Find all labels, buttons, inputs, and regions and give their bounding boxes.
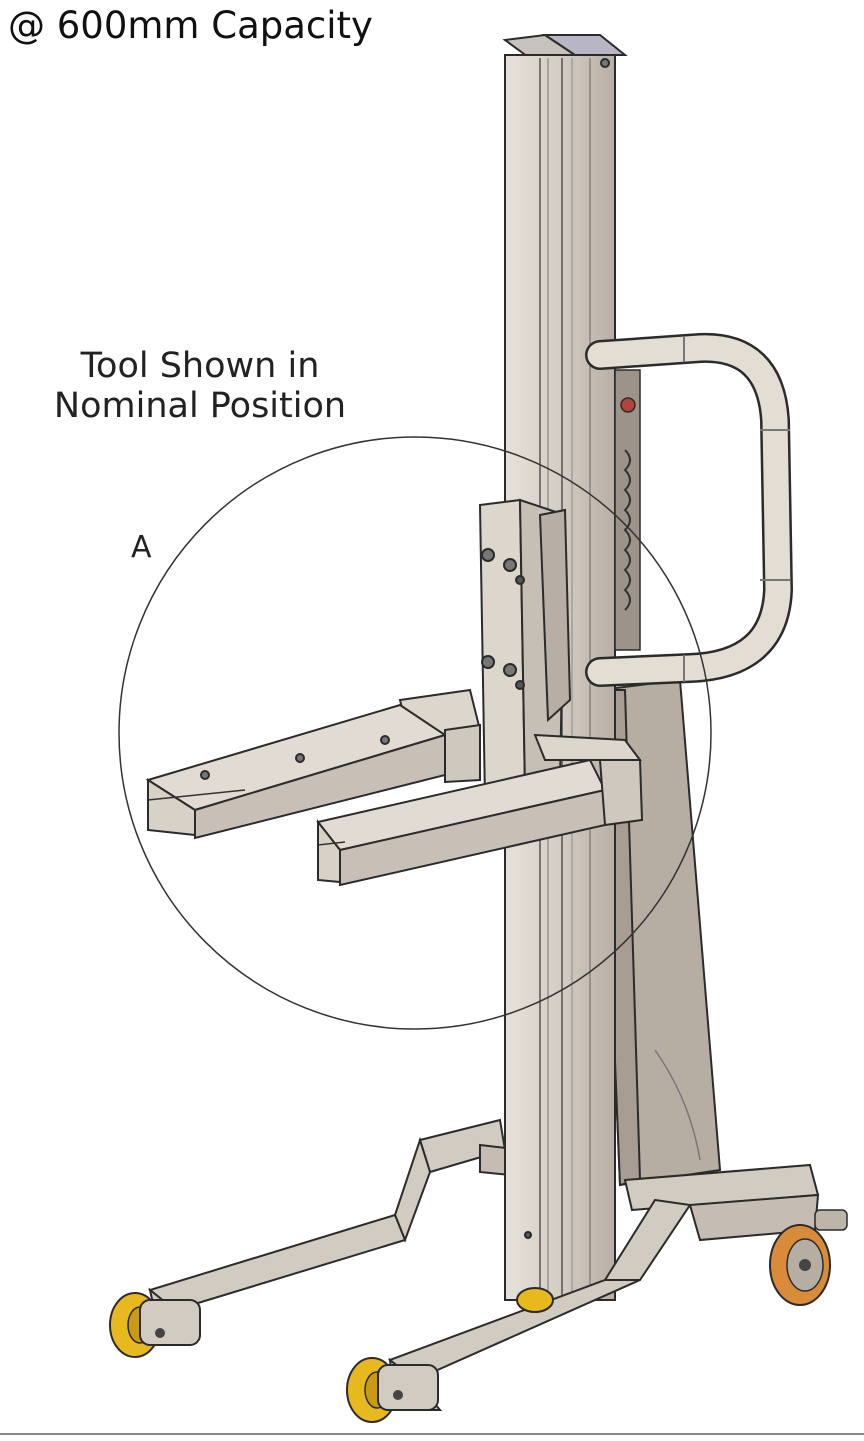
callout-line-1: Tool Shown in (80, 346, 320, 386)
wheel-rear-left (109, 1292, 201, 1358)
push-handle (585, 332, 794, 687)
callout-note: Tool Shown in Nominal Position (30, 346, 370, 426)
capacity-label: @ 600mm Capacity (8, 4, 373, 47)
fork-arm-right (316, 733, 644, 887)
fork-arm-left (145, 688, 482, 840)
control-pendant (614, 369, 641, 651)
wheel-front-left (346, 1357, 439, 1423)
callout-line-2: Nominal Position (53, 386, 347, 426)
carriage-plate (478, 498, 572, 802)
mast-foot-wheel (516, 1287, 554, 1313)
detail-circle-a (118, 436, 712, 1030)
detail-label-a: A (131, 530, 152, 565)
wheel-front-right (769, 1209, 848, 1306)
